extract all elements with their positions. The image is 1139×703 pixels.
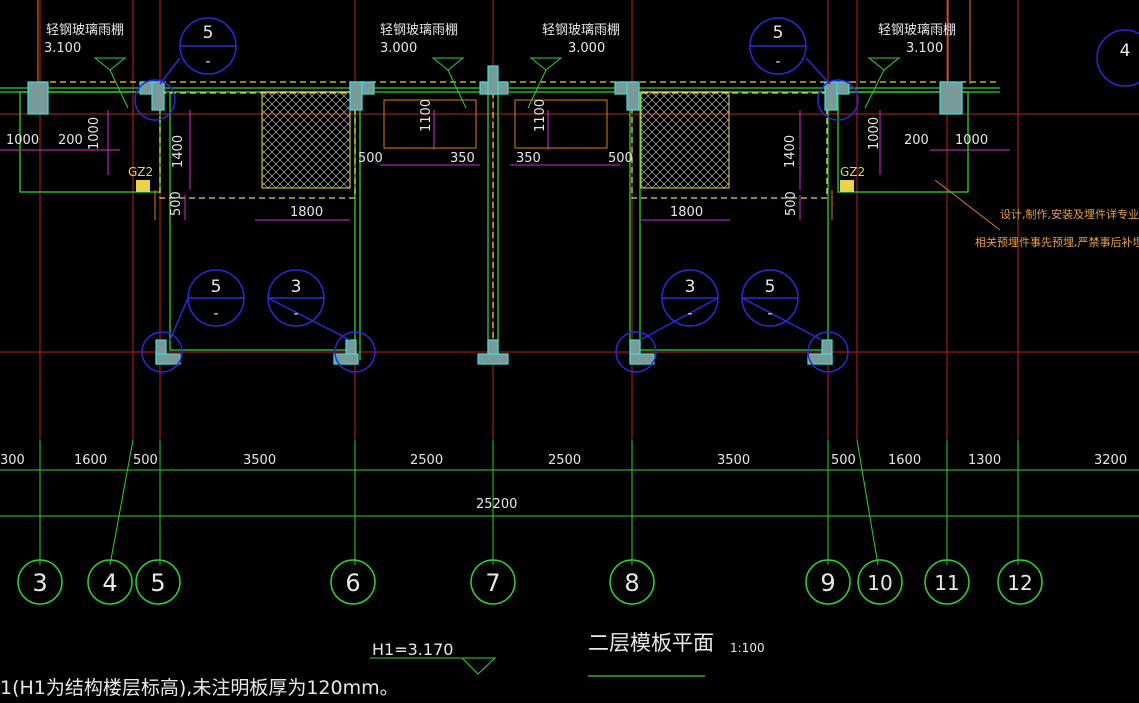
dim-1000-vert-left: 1000 — [87, 117, 102, 150]
axis-spacing-6: 2500 — [548, 453, 581, 468]
axis-label-10: 10 — [867, 571, 892, 595]
dim-200-left: 200 — [58, 133, 83, 148]
canopy-label-3: 轻钢玻璃雨棚 — [542, 23, 620, 38]
dim-1400-right: 1400 — [783, 135, 798, 168]
canopy-leaders — [93, 57, 901, 109]
canopy-label-1: 轻钢玻璃雨棚 — [46, 23, 124, 38]
axis-spacing-1: 300 — [0, 453, 25, 468]
axis-spacing-4: 3500 — [243, 453, 276, 468]
axis-label-8: 8 — [624, 569, 639, 597]
axis-label-12: 12 — [1007, 571, 1032, 595]
axis-label-5: 5 — [150, 569, 165, 597]
canopy-elev-1: 3.100 — [44, 41, 81, 56]
dim-350-b: 350 — [516, 151, 541, 166]
callout-sub-5: - — [687, 306, 692, 322]
axis-bubbles — [17, 559, 1043, 605]
callout-num-3: 5 — [211, 277, 222, 297]
dimension-lines — [0, 110, 1010, 221]
axis-spacing-5: 2500 — [410, 453, 443, 468]
callout-circles — [134, 17, 1139, 373]
axis-label-11: 11 — [934, 571, 959, 595]
axis-spacing-7: 3500 — [717, 453, 750, 468]
axis-spacing-9: 1600 — [888, 453, 921, 468]
dim-500-vert-right: 500 — [784, 191, 799, 216]
axis-label-9: 9 — [820, 569, 835, 597]
callout-num-5: 3 — [685, 277, 696, 297]
gz-column-right — [840, 180, 854, 192]
dim-1800-right: 1800 — [670, 205, 703, 220]
canopy-outlines — [37, 0, 1001, 231]
dim-1800-left: 1800 — [290, 205, 323, 220]
side-note-1: 设计,制作,安装及埋件详专业厂家 — [1000, 207, 1139, 221]
axis-label-3: 3 — [32, 569, 47, 597]
dim-1400-left: 1400 — [171, 135, 186, 168]
hatched-opening-left — [261, 91, 351, 189]
callout-num-6: 5 — [765, 277, 776, 297]
canopy-label-4: 轻钢玻璃雨棚 — [878, 23, 956, 38]
gz-label-right: GZ2 — [840, 165, 865, 179]
dim-500-b: 500 — [608, 151, 633, 166]
callout-num-2: 5 — [773, 23, 784, 43]
dim-1000-vert-right: 1000 — [867, 117, 882, 150]
callout-sub-6: - — [767, 306, 772, 322]
drawing-title: 二层模板平面 — [588, 631, 714, 655]
callout-sub-2: - — [775, 54, 780, 70]
callout-sub-4: - — [293, 306, 298, 322]
dim-1000-left: 1000 — [6, 133, 39, 148]
columns — [27, 65, 963, 365]
axis-spacing-10: 1300 — [968, 453, 1001, 468]
hatched-opening-right — [640, 91, 730, 189]
bottom-dimension-lines — [0, 439, 1139, 566]
drawing-scale: 1:100 — [730, 641, 765, 655]
callout-num-7: 4 — [1120, 41, 1131, 61]
axis-label-6: 6 — [345, 569, 360, 597]
callout-num-4: 3 — [291, 277, 302, 297]
axis-label-7: 7 — [485, 569, 500, 597]
gz-column-left — [136, 180, 150, 192]
dim-1000-right: 1000 — [955, 133, 988, 148]
callout-num-1: 5 — [203, 23, 214, 43]
dim-500-a: 500 — [358, 151, 383, 166]
overall-dimension: 25200 — [476, 497, 517, 512]
callout-sub-3: - — [213, 306, 218, 322]
dim-500-vert-left: 500 — [169, 191, 184, 216]
dim-350-a: 350 — [450, 151, 475, 166]
dim-1100-b: 1100 — [533, 99, 548, 132]
axis-spacing-8: 500 — [831, 453, 856, 468]
axis-label-4: 4 — [102, 569, 117, 597]
gz-label-left: GZ2 — [128, 165, 153, 179]
axis-spacing-3: 500 — [133, 453, 158, 468]
canopy-elev-2: 3.000 — [380, 41, 417, 56]
canopy-elev-4: 3.100 — [906, 41, 943, 56]
drawing-note: 1(H1为结构楼层标高),未注明板厚为120mm。 — [0, 677, 399, 699]
axis-spacing-11: 3200 — [1094, 453, 1127, 468]
h1-marker — [370, 657, 497, 675]
dim-200-right: 200 — [904, 133, 929, 148]
canopy-elev-3: 3.000 — [568, 41, 605, 56]
h1-label: H1=3.170 — [372, 640, 453, 659]
axis-spacing-2: 1600 — [74, 453, 107, 468]
callout-sub-1: - — [205, 54, 210, 70]
side-note-2: 相关预埋件事先预埋,严禁事后补埋 — [975, 235, 1139, 249]
canopy-label-2: 轻钢玻璃雨棚 — [380, 23, 458, 38]
dim-1100-a: 1100 — [419, 99, 434, 132]
